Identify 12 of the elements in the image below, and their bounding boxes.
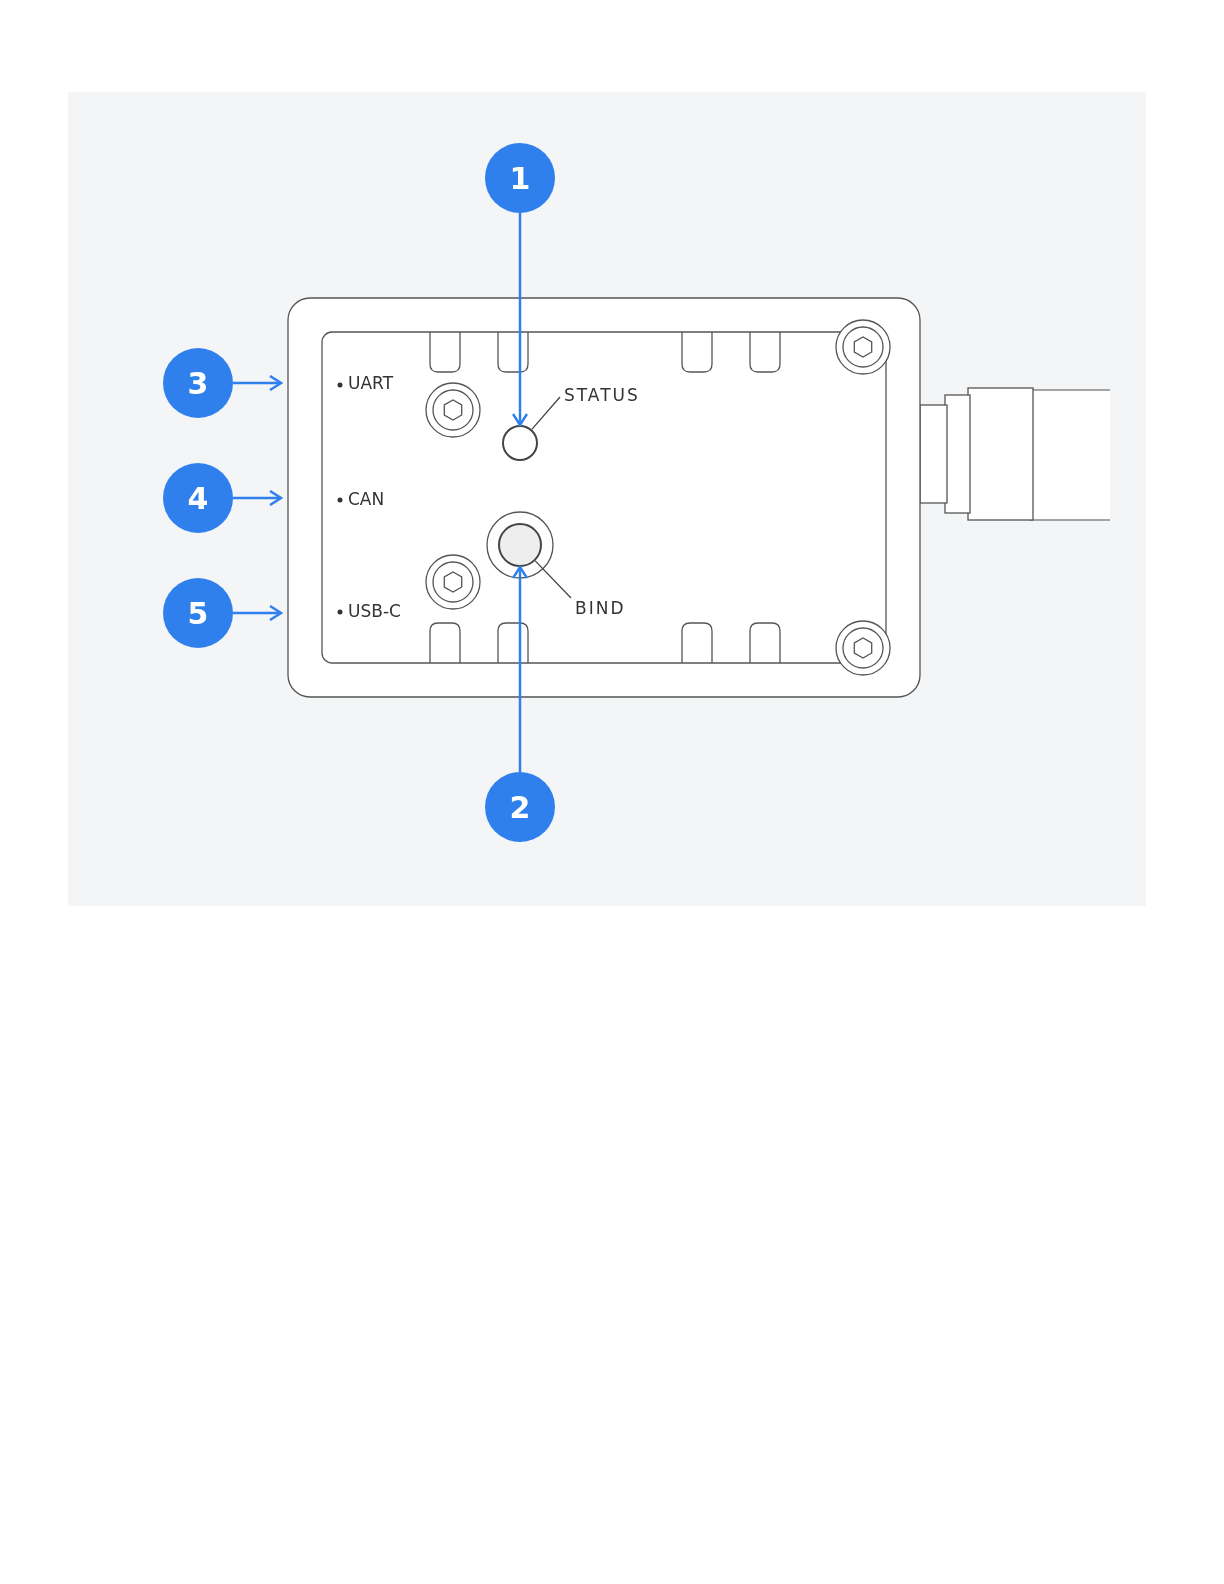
arrow: [233, 604, 283, 622]
port-label: CAN: [348, 489, 385, 509]
port-label: UART: [348, 373, 394, 393]
leader-line: [531, 396, 561, 431]
port-label: USB-C: [348, 601, 401, 621]
part-label: BIND: [575, 598, 626, 618]
part-label: STATUS: [564, 385, 640, 405]
arrow: [511, 565, 529, 772]
arrow: [511, 213, 529, 427]
arrow: [233, 489, 283, 507]
arrow: [233, 374, 283, 392]
leader-line: [534, 560, 572, 599]
